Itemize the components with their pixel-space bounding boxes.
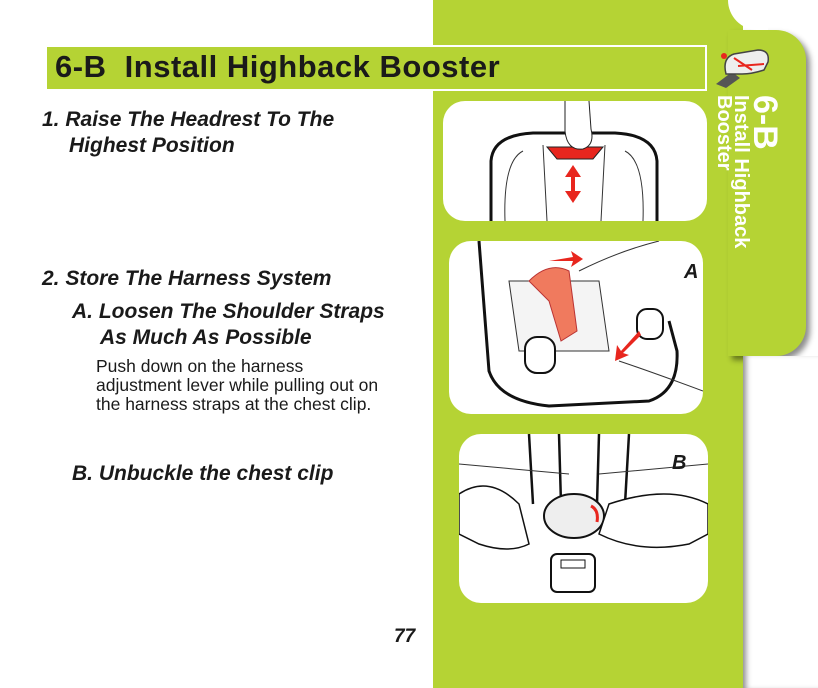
- step-2-title: 2. Store The Harness System: [42, 267, 332, 290]
- section-tab-label: 6-B Install Highback Booster: [710, 95, 784, 335]
- booster-seat-icon: [716, 49, 770, 88]
- figure-headrest: [443, 101, 707, 221]
- tab-code: 6-B: [746, 95, 784, 150]
- figure-a-loosen-straps: A: [449, 241, 703, 414]
- figure-b-unbuckle: B: [459, 434, 708, 603]
- figure-b-label: B: [672, 452, 687, 474]
- figure-a-label: A: [684, 261, 699, 283]
- substep-a-title: A. Loosen The Shoulder Straps As Much As…: [72, 299, 385, 351]
- step-1-line2: Highest Position: [69, 134, 235, 157]
- page-number: 77: [394, 626, 416, 647]
- section-tab: [728, 30, 806, 356]
- page-title: 6-B Install Highback Booster: [55, 49, 501, 84]
- substep-a-line1: A. Loosen The Shoulder Straps: [72, 300, 385, 323]
- substep-b-title: B. Unbuckle the chest clip: [72, 462, 334, 485]
- body-line: the harness straps at the chest clip.: [96, 394, 372, 414]
- tab-shadow-area: [743, 356, 818, 688]
- section-title-bar: 6-B Install Highback Booster: [45, 45, 707, 91]
- substep-a-line2: As Much As Possible: [100, 326, 312, 349]
- substep-a-body: Push down on the harness adjustment leve…: [96, 357, 426, 414]
- step-1-line1: 1. Raise The Headrest To The: [42, 108, 335, 131]
- body-line: Push down on the harness: [96, 356, 304, 376]
- body-line: adjustment lever while pulling out on: [96, 375, 379, 395]
- step-1-title: 1. Raise The Headrest To The Highest Pos…: [42, 107, 334, 159]
